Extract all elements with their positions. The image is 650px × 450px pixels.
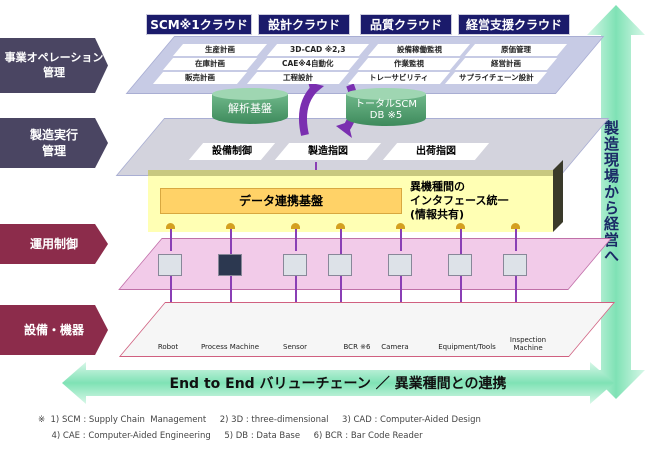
- connector-node: [166, 223, 175, 229]
- cloud-item: 原価管理: [464, 44, 568, 56]
- connector: [170, 229, 172, 251]
- cloud-item: トレーサビリティ: [347, 72, 451, 84]
- device-label-sensor: Sensor: [283, 343, 307, 351]
- connector: [170, 276, 172, 310]
- connector: [400, 229, 402, 251]
- cloud-item: 3D-CAD ※2,3: [266, 44, 370, 56]
- controller-icon: [388, 254, 412, 276]
- cloud-header-design: 設計クラウド: [258, 14, 350, 35]
- footnote-line: ※ 1) SCM : Supply Chain Management 2) 3D…: [38, 415, 481, 425]
- controller-icon: [448, 254, 472, 276]
- device-label-inspection-machine: Inspection Machine: [509, 336, 547, 352]
- connector-node: [336, 223, 345, 229]
- layer-label-equipment: 設備・機器: [0, 305, 108, 355]
- cloud-header-management: 経営支援クラウド: [458, 14, 570, 35]
- connector: [340, 229, 342, 255]
- layer-label-control: 運用制御: [0, 224, 108, 264]
- connector-node: [511, 223, 520, 229]
- vertical-double-arrow: [587, 5, 645, 399]
- data-platform-note: 異機種間の インタフェース統一 (情報共有): [410, 180, 509, 221]
- connector: [515, 229, 517, 251]
- connector: [230, 229, 232, 255]
- device-label-equipment-tools: Equipment/Tools: [438, 343, 496, 351]
- horizontal-double-arrow: [62, 362, 614, 404]
- right-arrow-text: 製造現場から経営へ: [602, 120, 620, 264]
- connector-node: [396, 223, 405, 229]
- controller-icon: [328, 254, 352, 276]
- mes-item: 出荷指図: [382, 143, 490, 160]
- connector: [315, 162, 317, 176]
- cloud-header-quality: 品質クラウド: [360, 14, 452, 35]
- cloud-item: 経営計画: [454, 58, 558, 70]
- cloud-item: 工程設計: [246, 72, 350, 84]
- cloud-header-scm: SCM※1クラウド: [146, 14, 252, 35]
- device-label-bcr: BCR ※6: [343, 343, 371, 351]
- device-label-process-machine: Process Machine: [200, 343, 260, 351]
- connector: [460, 229, 462, 255]
- db-total-scm: トータルSCM DB ※5: [346, 88, 426, 126]
- connector: [295, 276, 297, 310]
- cloud-item: サプライチェーン設計: [444, 72, 548, 84]
- connector-node: [456, 223, 465, 229]
- connector-node: [291, 223, 300, 229]
- bottom-arrow-text: End to End バリューチェーン ／ 異業種間との連携: [169, 376, 507, 392]
- connector: [515, 276, 517, 310]
- connector-node: [226, 223, 235, 229]
- control-plane: [118, 238, 612, 290]
- connector: [400, 276, 402, 310]
- connector: [460, 276, 462, 310]
- connector: [295, 229, 297, 251]
- connector: [340, 276, 342, 310]
- cloud-item: 作業監視: [357, 58, 461, 70]
- layer-label-mes: 製造実行 管理: [0, 118, 108, 168]
- mes-item: 製造指図: [274, 143, 382, 160]
- cloud-item: 設備稼働監視: [367, 44, 471, 56]
- cloud-item: 在庫計画: [162, 58, 258, 70]
- controller-icon: [218, 254, 242, 276]
- block-side: [553, 160, 563, 232]
- cloud-item: 販売計画: [152, 72, 248, 84]
- mes-item: 設備制御: [188, 143, 276, 160]
- cloud-item: CAE※4自動化: [256, 58, 360, 70]
- connector: [230, 276, 232, 310]
- device-label-robot: Robot: [157, 343, 179, 351]
- controller-icon: [158, 254, 182, 276]
- cloud-item: 生産計画: [172, 44, 268, 56]
- db-analysis: 解析基盤: [212, 88, 288, 124]
- footnote-line: 4) CAE : Computer-Aided Engineering 5) D…: [38, 431, 423, 441]
- layer-label-business: 事業オペレーション 管理: [0, 38, 108, 93]
- data-platform-label: データ連携基盤: [160, 188, 402, 214]
- device-label-camera: Camera: [381, 343, 409, 351]
- controller-icon: [503, 254, 527, 276]
- controller-icon: [283, 254, 307, 276]
